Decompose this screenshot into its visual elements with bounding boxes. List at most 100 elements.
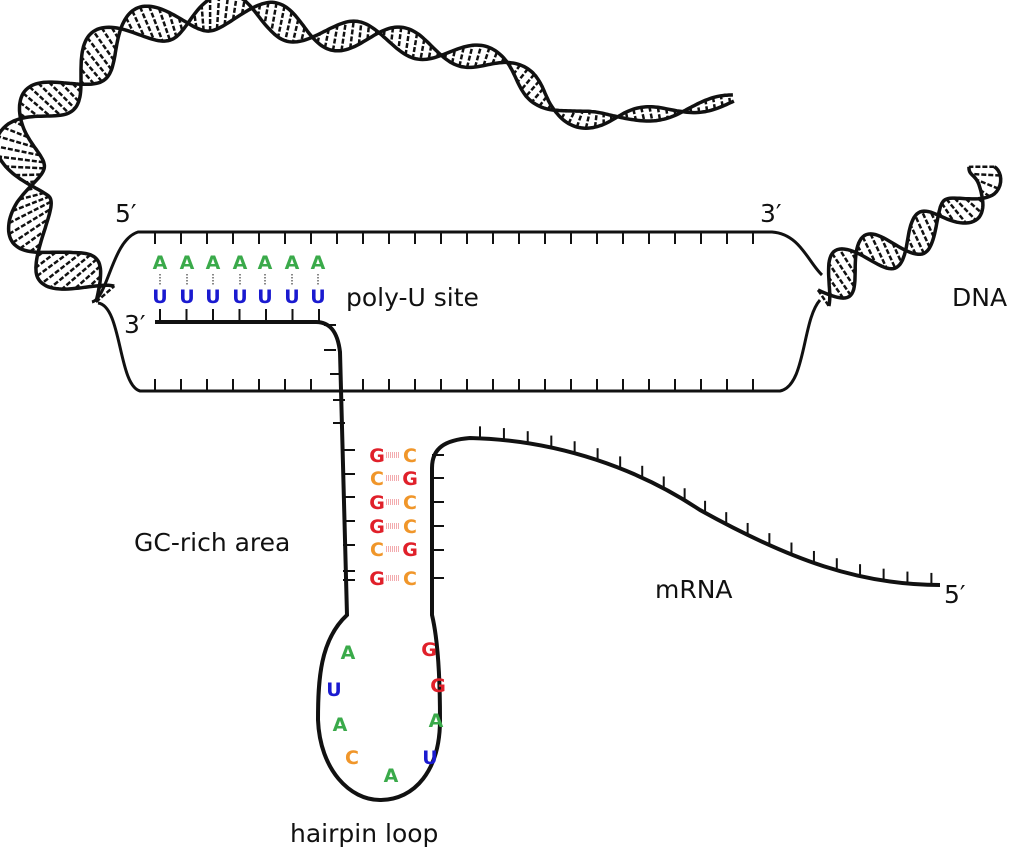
dna-base-pair-rung — [427, 45, 433, 60]
dna-base-pair-rung — [656, 107, 662, 121]
dna-base-pair-rung — [976, 178, 999, 190]
dna-base-pair-rung — [567, 110, 576, 125]
poly-u-base: U — [257, 286, 272, 308]
dna-base-pair-rung — [914, 215, 931, 248]
dna-base-pair-rung — [5, 165, 45, 170]
dna-base-pair-rung — [920, 210, 935, 238]
dna-base-pair-rung — [131, 10, 146, 37]
dna-backbone-strand — [826, 166, 985, 307]
dna-backbone-strand — [817, 165, 1003, 300]
stem-base-left: G — [369, 516, 385, 538]
dna-base-pair-rung — [909, 224, 925, 254]
dna-base-pair-rung — [831, 252, 856, 288]
stem-base-left: C — [370, 539, 384, 561]
template-base: A — [258, 252, 273, 274]
dna-base-pair-rung — [473, 45, 483, 68]
dna-backbone-strand — [0, 0, 733, 291]
dna-base-pair-rung — [0, 135, 35, 149]
mrna-strand — [155, 320, 941, 803]
transcription-bubble-top-strand — [91, 230, 824, 304]
stem-base-left: C — [370, 468, 384, 490]
dna-base-pair-rung — [35, 251, 57, 269]
poly-u-base: U — [179, 286, 194, 308]
stem-base-left: G — [369, 492, 385, 514]
dna-base-pair-rung — [520, 73, 536, 91]
dna-base-pair-rung — [263, 2, 270, 25]
dna-base-pair-rung — [531, 87, 545, 103]
dna-base-pair-rung — [516, 68, 529, 83]
dna-base-pair-rung — [80, 56, 103, 83]
mrna-label: mRNA — [655, 575, 733, 604]
dna-base-pair-rung — [491, 51, 499, 65]
dna-top-3-prime-label: 3′ — [760, 199, 782, 228]
dna-label: DNA — [952, 283, 1007, 312]
dna-base-pair-rung — [538, 95, 548, 107]
dna-base-pair-rung — [291, 18, 300, 43]
dna-base-pair-rung — [92, 30, 115, 62]
dna-base-pair-rung — [639, 107, 646, 122]
dna-base-pair-rung — [200, 5, 205, 31]
dna-base-pair-rung — [82, 45, 109, 78]
dna-base-pair-rung — [74, 265, 101, 290]
dna-base-pair-rung — [575, 110, 584, 128]
dna-helix-upstream — [0, 0, 735, 303]
poly-u-base: U — [152, 286, 167, 308]
dna-base-pair-rung — [953, 197, 977, 222]
dna-base-pair-rung — [465, 44, 474, 68]
stem-base-right: G — [402, 539, 418, 561]
rna-3-prime-label: 3′ — [124, 310, 146, 339]
dna-base-pair-rung — [940, 202, 955, 223]
loop-base: A — [429, 710, 444, 732]
dna-helix-downstream — [816, 165, 1003, 307]
dna-backbone-strand — [6, 0, 735, 303]
dna-base-pair-rung — [397, 27, 403, 50]
stem-base-right: C — [403, 445, 417, 467]
dna-base-pair-rung — [704, 100, 709, 112]
dna-base-pair-rung — [19, 101, 39, 118]
template-base: A — [153, 252, 168, 274]
template-base: A — [311, 252, 326, 274]
dna-base-pair-rung — [648, 106, 654, 122]
dna-base-pair-rung — [12, 195, 50, 213]
dna-base-pair-rung — [12, 218, 49, 244]
loop-base: A — [341, 642, 356, 664]
stem-base-right: G — [402, 468, 418, 490]
poly-u-base: U — [232, 286, 247, 308]
dna-base-pair-rung — [100, 27, 117, 51]
loop-base: G — [430, 675, 446, 697]
dna-base-pair-rung — [348, 20, 355, 49]
stem-base-left: G — [369, 445, 385, 467]
dna-base-pair-rung — [80, 68, 95, 85]
dna-base-pair-rung — [411, 33, 419, 59]
dna-base-pair-rung — [167, 12, 178, 38]
stem-base-right: C — [403, 568, 417, 590]
dna-base-pair-rung — [357, 22, 363, 45]
dna-base-pair-rung — [0, 145, 41, 157]
dna-base-pair-rung — [270, 2, 278, 32]
dna-base-pair-rung — [827, 262, 852, 296]
dna-base-pair-rung — [891, 242, 903, 263]
dna-base-pair-rung — [215, 0, 221, 30]
dna-top-5-prime-label: 5′ — [115, 199, 137, 228]
dna-base-pair-rung — [711, 97, 717, 110]
dna-base-pair-rung — [323, 28, 330, 48]
dna-base-pair-rung — [3, 126, 29, 139]
stem-base-right: C — [403, 492, 417, 514]
dna-base-pair-rung — [61, 258, 98, 290]
dna-base-pair-rung — [869, 233, 888, 269]
stem-base-right: C — [403, 516, 417, 538]
dna-base-pair-rung — [37, 82, 70, 114]
template-base: A — [180, 252, 195, 274]
template-base: A — [233, 252, 248, 274]
dna-base-pair-rung — [482, 47, 491, 67]
dna-base-pair-rung — [593, 112, 599, 128]
dna-base-pair-rung — [157, 7, 172, 41]
loop-base: U — [422, 747, 437, 769]
loop-base: A — [384, 765, 399, 787]
dna-base-pair-rung — [41, 251, 82, 285]
dna-base-pair-rung — [8, 208, 52, 236]
dna-base-pair-rung — [366, 25, 371, 40]
poly-u-base: U — [284, 286, 299, 308]
dna-base-pair-rung — [945, 198, 967, 224]
